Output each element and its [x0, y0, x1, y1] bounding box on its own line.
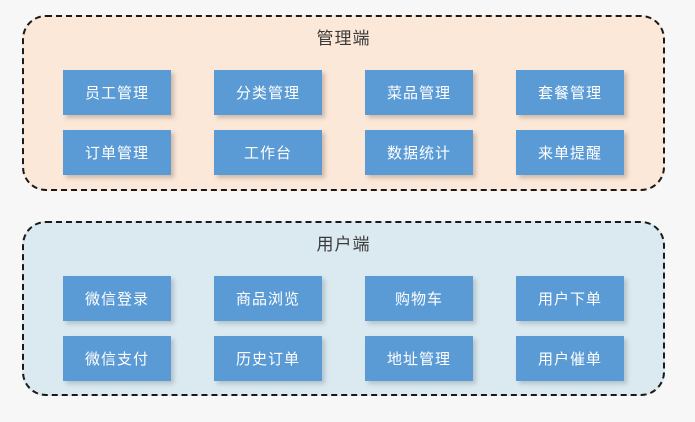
- node-user-place-order[interactable]: 用户下单: [516, 276, 624, 321]
- node-wechat-login[interactable]: 微信登录: [63, 276, 171, 321]
- node-wechat-pay[interactable]: 微信支付: [63, 336, 171, 381]
- node-data-statistics[interactable]: 数据统计: [365, 130, 473, 175]
- node-category-management[interactable]: 分类管理: [214, 70, 322, 115]
- node-employee-management[interactable]: 员工管理: [63, 70, 171, 115]
- group-user-row-1: 微信登录 商品浏览 购物车 用户下单: [24, 276, 663, 321]
- group-user: 用户端 微信登录 商品浏览 购物车 用户下单 微信支付 历史订单 地址管理 用户…: [22, 221, 665, 396]
- node-order-history[interactable]: 历史订单: [214, 336, 322, 381]
- group-admin: 管理端 员工管理 分类管理 菜品管理 套餐管理 订单管理 工作台 数据统计 来单…: [22, 15, 665, 191]
- node-order-reminder[interactable]: 来单提醒: [516, 130, 624, 175]
- group-admin-row-2: 订单管理 工作台 数据统计 来单提醒: [24, 130, 663, 175]
- node-shopping-cart[interactable]: 购物车: [365, 276, 473, 321]
- group-user-row-2: 微信支付 历史订单 地址管理 用户催单: [24, 336, 663, 381]
- node-dish-management[interactable]: 菜品管理: [365, 70, 473, 115]
- node-workbench[interactable]: 工作台: [214, 130, 322, 175]
- node-user-urge-order[interactable]: 用户催单: [516, 336, 624, 381]
- node-order-management[interactable]: 订单管理: [63, 130, 171, 175]
- node-product-browse[interactable]: 商品浏览: [214, 276, 322, 321]
- group-user-title: 用户端: [316, 235, 371, 254]
- group-admin-title: 管理端: [316, 29, 371, 48]
- group-admin-row-1: 员工管理 分类管理 菜品管理 套餐管理: [24, 70, 663, 115]
- node-address-management[interactable]: 地址管理: [365, 336, 473, 381]
- node-setmeal-management[interactable]: 套餐管理: [516, 70, 624, 115]
